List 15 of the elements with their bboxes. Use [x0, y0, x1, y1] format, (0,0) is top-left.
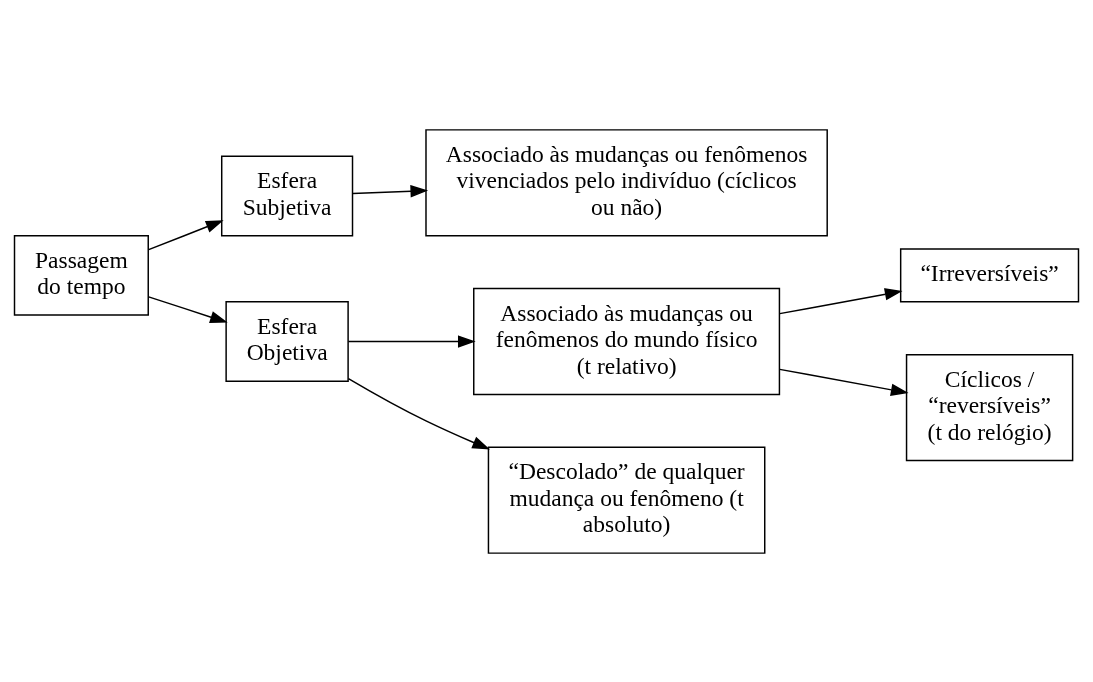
node-box: Cíclicos / “reversíveis” (t do relógio): [905, 353, 1074, 461]
arrow: [778, 368, 909, 396]
node-box: Associado às mudanças ou fenômenos do mundo físico (t relativo): [473, 287, 781, 395]
arrow: [147, 219, 224, 250]
node-box: “Descolado” de qualquer mudança ou fenômeno (t absoluto): [487, 446, 766, 554]
node-box: Passagem do tempo: [13, 234, 149, 316]
node-box: Esfera Objetiva: [225, 300, 349, 382]
node-box: Esfera Subjetiva: [221, 155, 354, 236]
arrow: [347, 334, 476, 348]
arrow: [778, 287, 903, 314]
node-box: “Irreversíveis”: [899, 247, 1080, 303]
arrow: [347, 377, 490, 449]
node-box: Associado às mudanças ou fenômenos vivenciados pelo indivíduo (cíclicos ou não): [425, 128, 828, 236]
arrow: [147, 295, 228, 323]
arrow: [351, 184, 429, 197]
